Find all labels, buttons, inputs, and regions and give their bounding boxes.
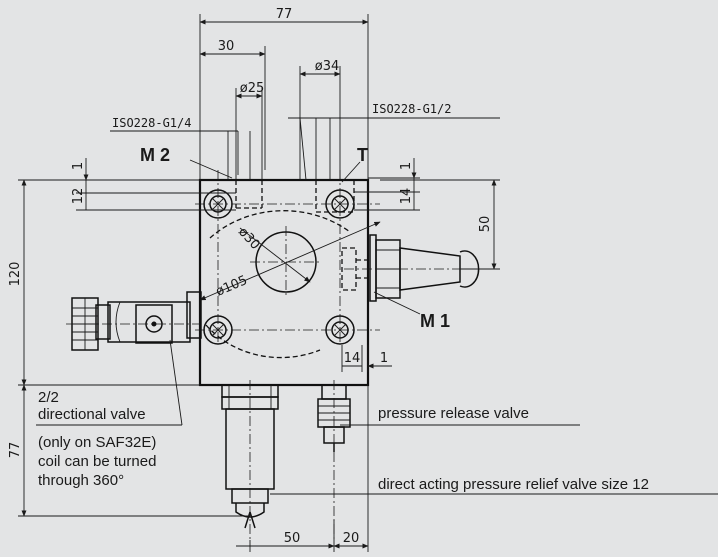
port-label-m2: M 2	[140, 145, 170, 165]
thread-label-g1-2: ISO228-G1/2	[372, 102, 451, 116]
note-only-on-saf32e: (only on SAF32E)	[38, 434, 156, 451]
note-coil-turned: coil can be turned	[38, 453, 156, 470]
dim-diameter-105: ø105	[214, 273, 250, 300]
dim-30: 30	[218, 39, 235, 54]
dim-14-bottom: 14	[344, 351, 361, 366]
pressure-release-valve	[317, 380, 351, 540]
dim-77-top: 77	[276, 7, 293, 22]
dim-12: 12	[71, 188, 86, 205]
note-directional-valve: directional valve	[38, 406, 146, 423]
dim-1-bottom: 1	[380, 351, 388, 366]
central-bore	[199, 221, 381, 301]
note-pressure-relief-valve: direct acting pressure relief valve size…	[378, 476, 649, 493]
dim-diameter-34: ø34	[315, 59, 340, 74]
dim-14-right: 14	[399, 188, 414, 205]
thread-label-g1-4: ISO228-G1/4	[112, 116, 191, 130]
pressure-relief-valve	[221, 380, 279, 540]
port-label-m1: M 1	[420, 311, 450, 331]
dim-77-left: 77	[8, 442, 23, 459]
dim-120: 120	[8, 262, 23, 287]
dim-1-left: 1	[71, 162, 86, 170]
note-pressure-release-valve: pressure release valve	[378, 405, 529, 422]
m1-fitting	[344, 234, 492, 302]
port-label-t: T	[357, 145, 368, 165]
port-centerlines	[195, 170, 380, 345]
dim-1-right: 1	[399, 162, 414, 170]
dimension-lines	[18, 14, 718, 552]
dim-diameter-25: ø25	[240, 81, 265, 96]
dim-50-right: 50	[478, 216, 493, 233]
dim-20-bottom: 20	[343, 531, 360, 546]
port-labels: M 2 T M 1	[140, 145, 450, 331]
directional-valve	[66, 291, 202, 351]
annotations: 2/2 directional valve (only on SAF32E) c…	[38, 389, 649, 493]
mounting-bolts	[203, 189, 355, 345]
dim-50-bottom: 50	[284, 531, 301, 546]
note-through-360: through 360°	[38, 472, 124, 489]
note-valve-type: 2/2	[38, 389, 59, 406]
